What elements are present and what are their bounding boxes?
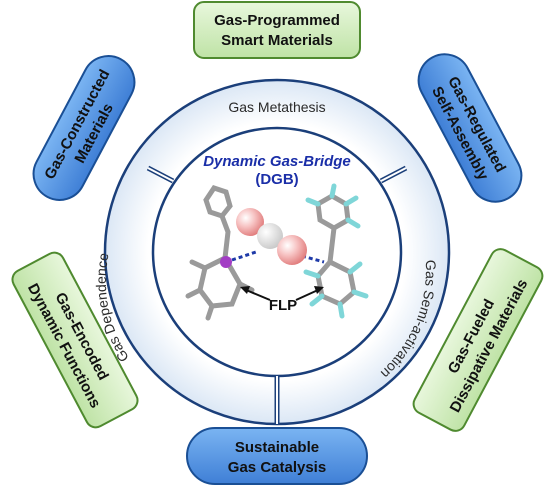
center-title: Dynamic Gas-Bridge (203, 153, 351, 170)
pill-bottom-line1: Sustainable (235, 439, 319, 456)
flp-label: FLP (269, 297, 297, 314)
pill-sustainable-gas-catalysis: Sustainable Gas Catalysis (186, 427, 368, 485)
center-subtitle: (DGB) (255, 171, 298, 188)
molecule-illustration (185, 183, 369, 321)
ring-label-gas-metathesis: Gas Metathesis (228, 99, 325, 115)
pill-top-line2: Smart Materials (221, 32, 333, 49)
outer-ring (103, 78, 451, 426)
pill-bottom-line2: Gas Catalysis (228, 459, 326, 476)
pill-gas-programmed-smart-materials: Gas-Programmed Smart Materials (193, 1, 361, 59)
pill-top-line1: Gas-Programmed (214, 12, 340, 29)
